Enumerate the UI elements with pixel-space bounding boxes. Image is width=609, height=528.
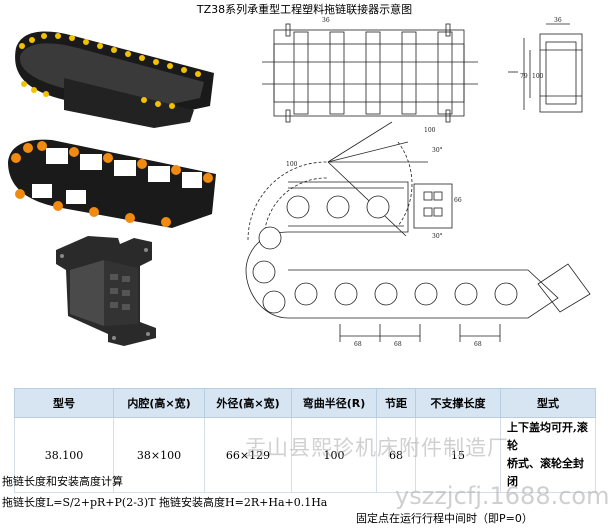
spec-table: 型号 内腔(高×宽) 外径(高×宽) 弯曲半径(R) 节距 不支撑长度 型式 3… — [14, 388, 596, 493]
header-bend-radius: 弯曲半径(R) — [291, 388, 377, 418]
dim-100-a: 100 — [424, 127, 436, 134]
dim-68-c: 68 — [474, 341, 482, 348]
calc-title: 拖链长度和安装高度计算 — [2, 475, 123, 488]
dim-36-side: 36 — [554, 17, 562, 24]
page-title: TZ38系列承重型工程塑料拖链联接器示意图 — [196, 3, 413, 16]
dim-100-v: 100 — [532, 73, 544, 80]
dim-30-a: 30° — [432, 147, 443, 154]
dim-36-top: 36 — [322, 17, 330, 24]
cell-pitch: 68 — [376, 417, 416, 493]
dim-79: 79 — [520, 73, 528, 80]
chain-photo-yellow — [15, 31, 215, 128]
cell-inner: 38×100 — [113, 417, 205, 493]
header-model: 型号 — [14, 388, 114, 418]
cell-bend-radius: 100 — [291, 417, 377, 493]
technical-drawing: 36 36 79 100 100 30° 30° 66 100 68 68 68 — [245, 17, 591, 348]
dim-66: 66 — [454, 197, 462, 204]
cell-model: 38.100 — [14, 417, 114, 493]
header-inner: 内腔(高×宽) — [113, 388, 205, 418]
type-line-2: 桥式、滚轮全封闭 — [507, 457, 584, 488]
dim-30-b: 30° — [432, 233, 443, 240]
cell-type: 上下盖均可开,滚轮 桥式、滚轮全封闭 — [500, 417, 596, 493]
cell-unsupported-length: 15 — [415, 417, 501, 493]
chain-photo-orange — [8, 139, 216, 228]
dim-100-h: 100 — [286, 161, 298, 168]
connector-photo — [56, 236, 156, 346]
type-line-1: 上下盖均可开,滚轮 — [507, 421, 588, 452]
dim-68-a: 68 — [354, 341, 362, 348]
dim-68-b: 68 — [394, 341, 402, 348]
watermark-url: yszzjcfj.1688.com — [395, 482, 609, 510]
header-type: 型式 — [500, 388, 596, 418]
header-outer: 外径(高×宽) — [204, 388, 292, 418]
header-unsupported-length: 不支撑长度 — [415, 388, 501, 418]
formula-text: 拖链长度L=S/2+pR+P(2-3)T 拖链安装高度H=2R+Ha+0.1Ha — [2, 496, 328, 509]
watermark-company: 盂山县熙珍机床附件制造厂 — [245, 436, 509, 460]
fixed-point-note: 固定点在运行行程中间时（即P=0） — [356, 512, 533, 525]
header-pitch: 节距 — [376, 388, 416, 418]
spec-header-row: 型号 内腔(高×宽) 外径(高×宽) 弯曲半径(R) 节距 不支撑长度 型式 — [14, 388, 596, 418]
table-row: 38.100 38×100 66×129 100 68 15 上下盖均可开,滚轮… — [14, 417, 596, 493]
cell-outer: 66×129 — [204, 417, 292, 493]
